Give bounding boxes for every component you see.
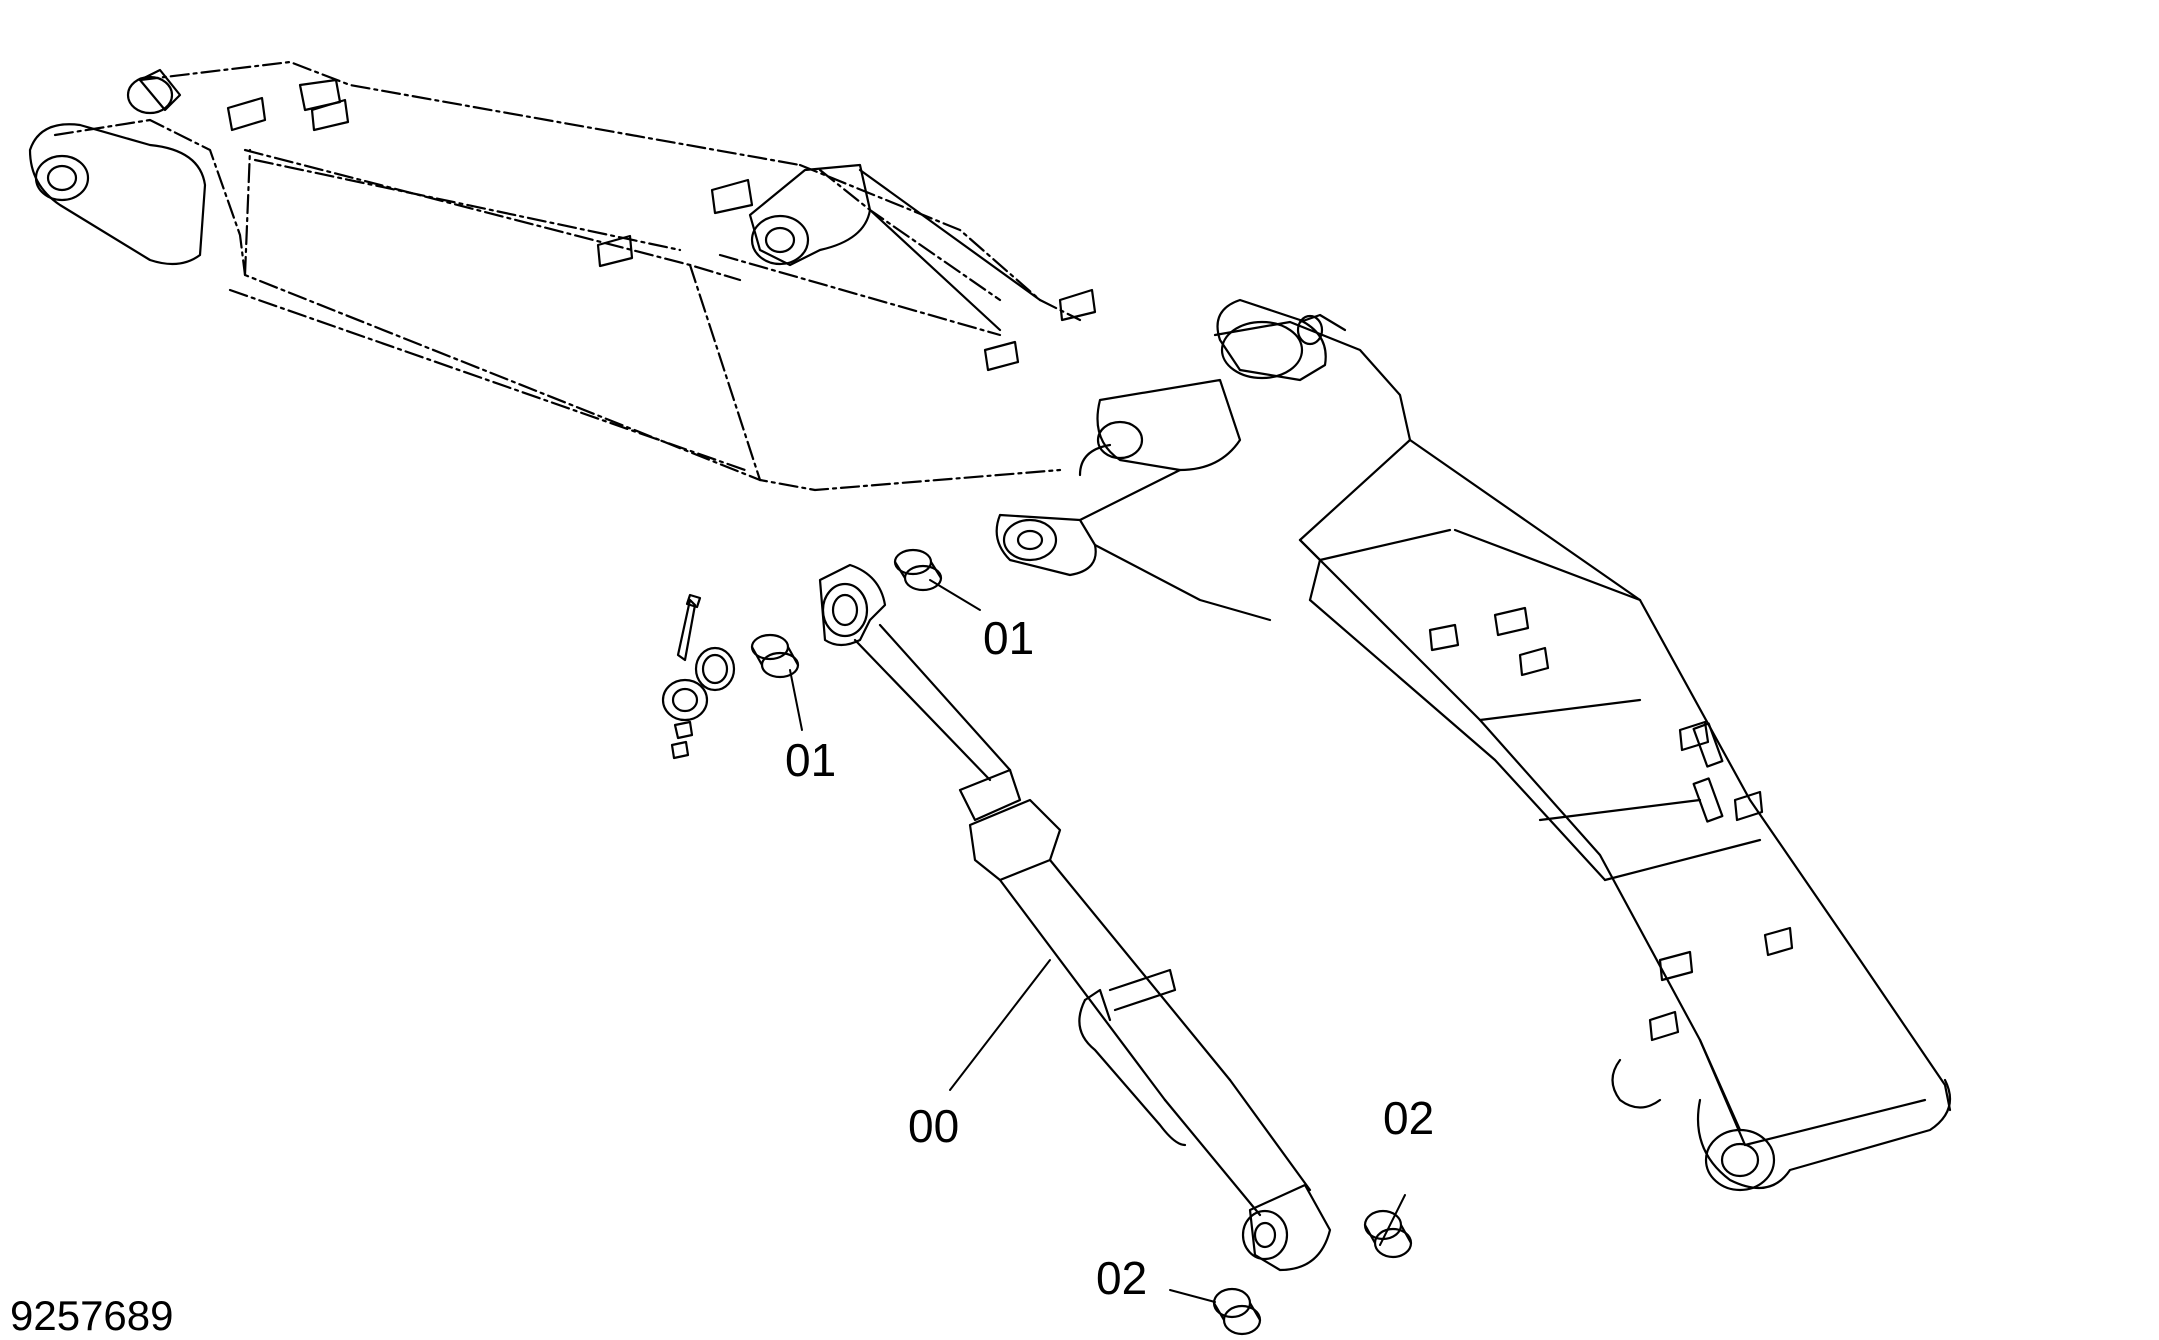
bushing-01-left bbox=[750, 633, 800, 679]
callout-01-left: 01 bbox=[785, 734, 837, 786]
leader-lines bbox=[789, 579, 1406, 1303]
bushing-02-top bbox=[1363, 1209, 1413, 1259]
boom-lugs bbox=[1428, 606, 1794, 1042]
arm-cylinder bbox=[818, 563, 1332, 1272]
bushing-01-right bbox=[893, 548, 943, 592]
pin-set bbox=[661, 593, 736, 760]
arm-end-boss bbox=[28, 68, 207, 266]
drawing-number: 9257689 bbox=[10, 1292, 174, 1339]
callout-02-top: 02 bbox=[1383, 1092, 1435, 1144]
arm-bracket bbox=[748, 163, 1042, 332]
boom-body bbox=[1213, 320, 1952, 1147]
arm-clips bbox=[226, 78, 1097, 372]
bushing-02-bottom bbox=[1212, 1287, 1262, 1336]
boom-foot bbox=[1611, 1058, 1952, 1192]
boom-nose bbox=[1078, 298, 1347, 477]
boom-bracket bbox=[995, 468, 1272, 622]
callout-02-bottom: 02 bbox=[1096, 1252, 1148, 1304]
callout-01-right: 01 bbox=[983, 612, 1035, 664]
arm-phantom bbox=[53, 60, 1082, 492]
callout-00-cylinder: 00 bbox=[908, 1100, 960, 1152]
